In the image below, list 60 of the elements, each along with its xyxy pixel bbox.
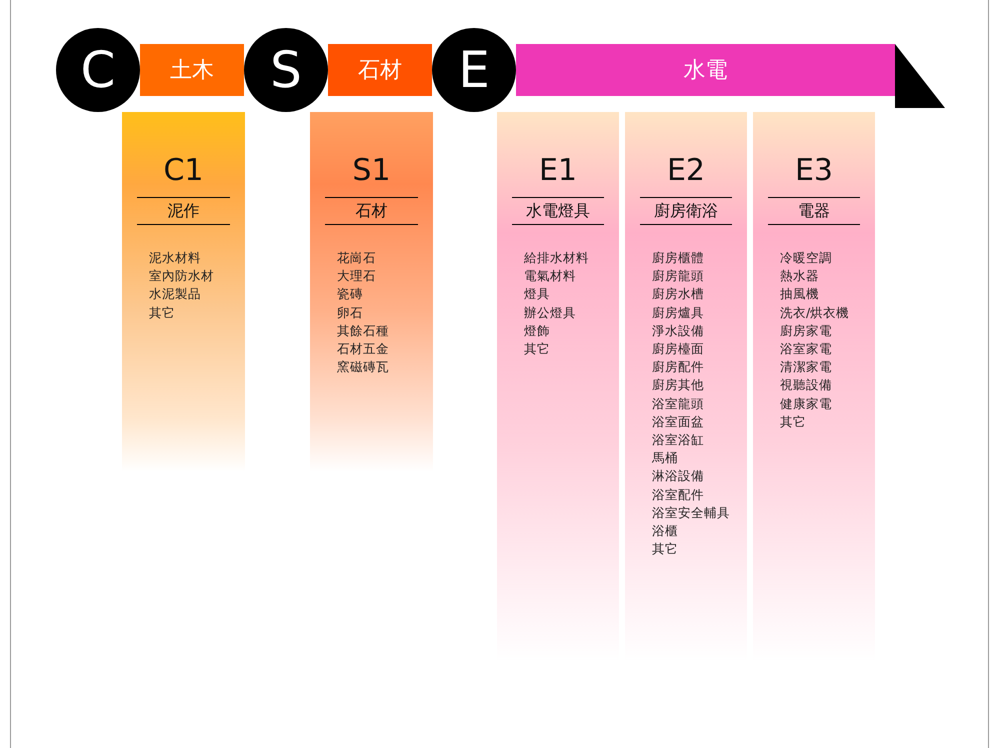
column-code: E2 — [666, 153, 706, 188]
list-item: 洗衣/烘衣機 — [780, 304, 850, 321]
column-title: 廚房衛浴 — [640, 197, 732, 225]
list-item: 燈具 — [524, 286, 550, 302]
list-item: 窯磁磚瓦 — [337, 359, 389, 376]
list-item: 抽風機 — [780, 286, 819, 302]
list-item: 室內防水材 — [149, 268, 214, 284]
list-item: 廚房其他 — [652, 377, 704, 394]
list-item: 廚房檯面 — [652, 341, 704, 357]
column-title: 水電燈具 — [512, 197, 604, 225]
column-code: E3 — [794, 153, 834, 188]
column-code: S1 — [351, 153, 392, 188]
list-item: 辦公燈具 — [524, 304, 576, 321]
letter-badge: C — [56, 28, 140, 112]
list-item: 浴室配件 — [652, 486, 704, 503]
list-item: 燈飾 — [524, 322, 550, 339]
list-item: 浴室家電 — [780, 341, 832, 357]
list-item: 浴室龍頭 — [652, 396, 704, 412]
list-item: 其它 — [524, 341, 550, 357]
list-item: 廚房龍頭 — [652, 268, 704, 284]
list-item: 馬桶 — [652, 450, 678, 466]
list-item: 大理石 — [337, 268, 376, 284]
list-item: 水泥製品 — [149, 286, 201, 302]
list-item: 廚房水槽 — [652, 286, 704, 302]
list-item: 淨水設備 — [652, 322, 704, 339]
column-title: 泥作 — [137, 197, 230, 225]
list-item: 熱水器 — [780, 268, 819, 284]
list-item: 泥水材料 — [149, 250, 201, 266]
list-item: 其它 — [149, 304, 175, 321]
list-item: 給排水材料 — [524, 250, 589, 266]
list-item: 浴櫃 — [652, 523, 678, 539]
list-item: 視聽設備 — [780, 377, 832, 394]
list-item: 清潔家電 — [780, 359, 832, 376]
list-item: 廚房爐具 — [652, 304, 704, 321]
list-item: 浴室浴缸 — [652, 432, 704, 448]
list-item: 其它 — [652, 541, 678, 558]
list-item: 電氣材料 — [524, 268, 576, 284]
list-item: 卵石 — [337, 304, 363, 321]
column-code: E1 — [538, 153, 578, 188]
list-item: 淋浴設備 — [652, 468, 704, 484]
column-title: 電器 — [768, 197, 860, 225]
category-band: 石材 — [328, 44, 432, 96]
list-item: 廚房家電 — [780, 322, 832, 339]
column-title: 石材 — [325, 197, 418, 225]
letter-badge: E — [432, 28, 516, 112]
list-item: 廚房櫃體 — [652, 250, 704, 266]
list-item: 浴室安全輔具 — [652, 504, 730, 521]
category-band: 土木 — [140, 44, 244, 96]
category-band: 水電 — [516, 44, 895, 96]
letter-badge: S — [244, 28, 328, 112]
list-item: 冷暖空調 — [780, 250, 832, 266]
column-code: C1 — [162, 153, 205, 188]
list-item: 其餘石種 — [337, 322, 389, 339]
list-item: 石材五金 — [337, 341, 389, 357]
list-item: 其它 — [780, 414, 806, 430]
list-item: 花崗石 — [337, 250, 376, 266]
list-item: 瓷磚 — [337, 286, 363, 302]
list-item: 健康家電 — [780, 396, 832, 412]
list-item: 廚房配件 — [652, 359, 704, 376]
list-item: 浴室面盆 — [652, 414, 704, 430]
